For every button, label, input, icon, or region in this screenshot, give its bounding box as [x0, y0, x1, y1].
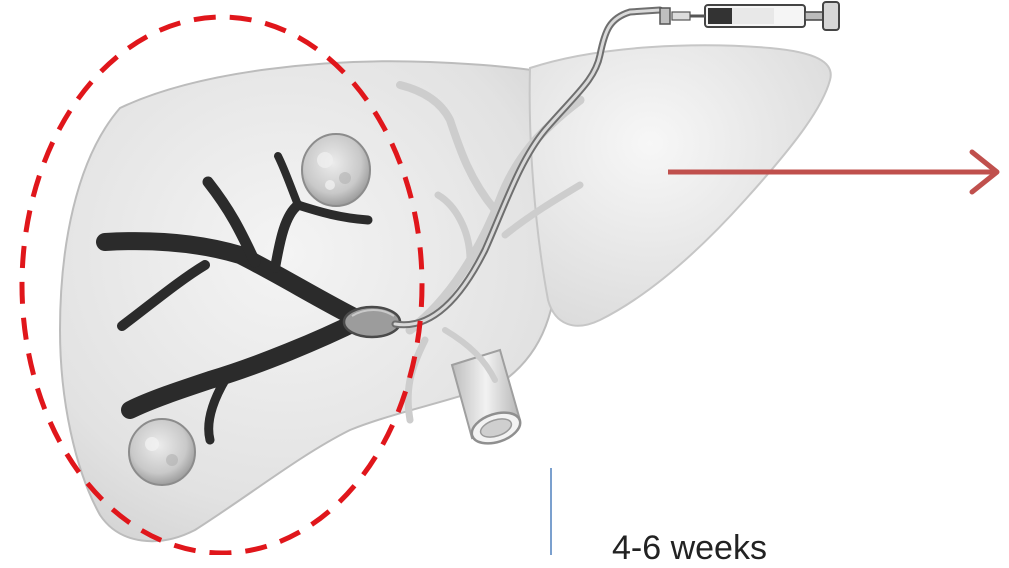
- duration-caption: 4-6 weeks: [612, 528, 767, 568]
- liver-diagram: [0, 0, 1009, 555]
- tumor-lower: [129, 419, 195, 485]
- tumor-upper: [302, 134, 370, 206]
- occlusion-balloon: [344, 307, 400, 337]
- syringe-icon: [660, 2, 839, 30]
